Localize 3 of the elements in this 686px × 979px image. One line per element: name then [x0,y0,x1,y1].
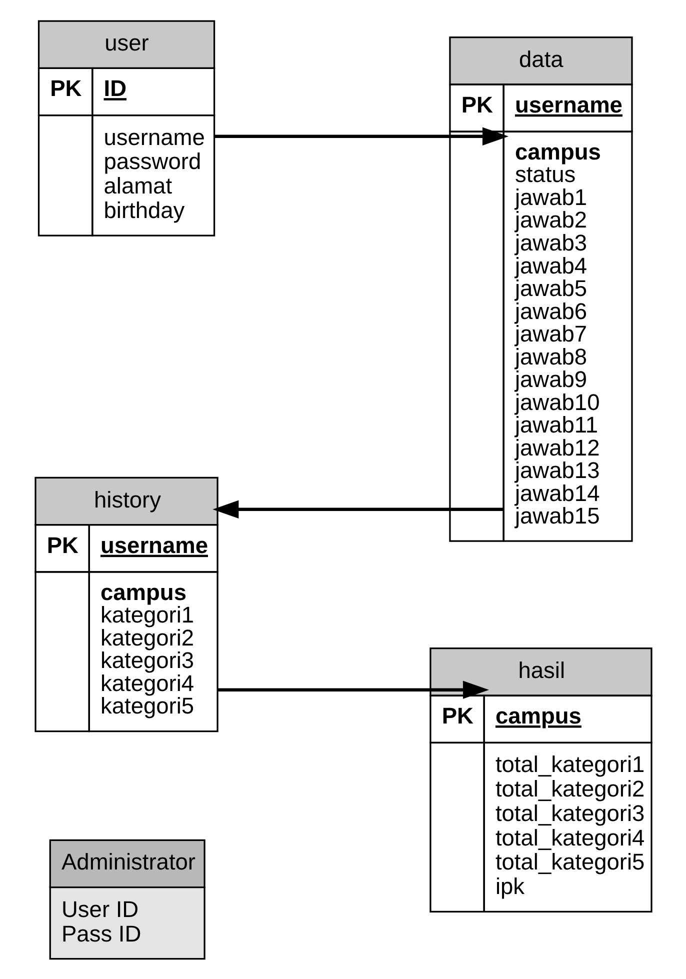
arrow [212,500,504,519]
arrow [214,127,508,146]
arrow [217,680,489,699]
